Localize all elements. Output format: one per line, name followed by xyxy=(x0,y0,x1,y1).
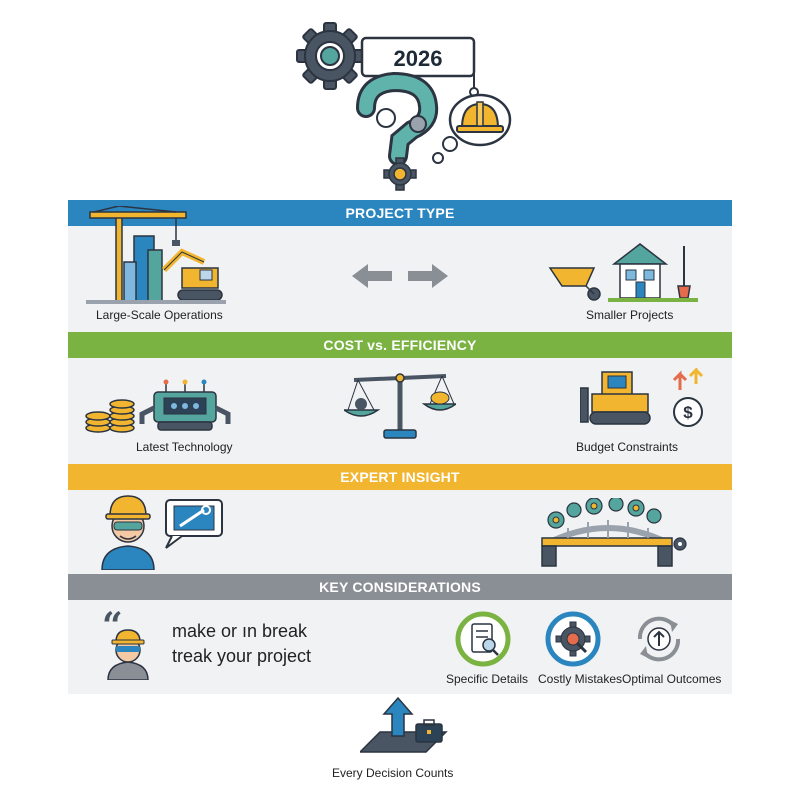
budget-constraints-label: Budget Constraints xyxy=(576,440,679,454)
quote-line-2: treak your project xyxy=(172,646,312,666)
cost-efficiency-header: COST vs. EFFICIENCY xyxy=(68,332,732,358)
expert-insight-header: EXPERT INSIGHT xyxy=(68,464,732,490)
footer-icon xyxy=(360,696,450,754)
hard-hat-thought-icon xyxy=(432,93,512,164)
quote-person-icon: “ xyxy=(102,610,158,680)
house-icon xyxy=(548,240,698,304)
specific-details-label: Specific Details xyxy=(446,672,529,686)
header-graphic xyxy=(290,18,520,193)
latest-technology-label: Latest Technology xyxy=(136,440,233,454)
optimal-outcomes-icon xyxy=(630,610,688,668)
svg-text:$: $ xyxy=(683,403,693,422)
bridge-gears-icon xyxy=(538,498,688,568)
key-considerations-header: KEY CONSIDERATIONS xyxy=(68,574,732,600)
arrows-icon xyxy=(350,262,450,290)
gear-icon xyxy=(296,22,364,90)
crane-excavator-icon xyxy=(86,206,226,306)
cost-efficiency-title: COST vs. EFFICIENCY xyxy=(323,337,477,353)
smaller-projects-label: Smaller Projects xyxy=(586,308,674,322)
coins-robot-icon xyxy=(84,378,244,438)
bulldozer-dollar-icon: $ xyxy=(580,368,710,432)
costly-mistakes-icon xyxy=(544,610,602,668)
year-label: 2026 xyxy=(393,46,443,71)
specific-details-icon xyxy=(454,610,512,668)
key-considerations-panel xyxy=(68,600,732,694)
engineer-speech-icon xyxy=(100,494,230,570)
costly-mistakes-label: Costly Mistakes xyxy=(538,672,623,686)
every-decision-counts-label: Every Decision Counts xyxy=(332,766,454,780)
optimal-outcomes-label: Optimal Outcomes xyxy=(622,672,722,686)
small-gear-icon xyxy=(383,157,417,191)
large-scale-operations-label: Large-Scale Operations xyxy=(96,308,223,322)
quote-line-1: make or ın break xyxy=(172,621,308,641)
expert-insight-title: EXPERT INSIGHT xyxy=(340,469,460,485)
project-type-title: PROJECT TYPE xyxy=(345,205,455,221)
balance-scale-icon xyxy=(344,368,456,442)
key-considerations-title: KEY CONSIDERATIONS xyxy=(319,579,481,595)
